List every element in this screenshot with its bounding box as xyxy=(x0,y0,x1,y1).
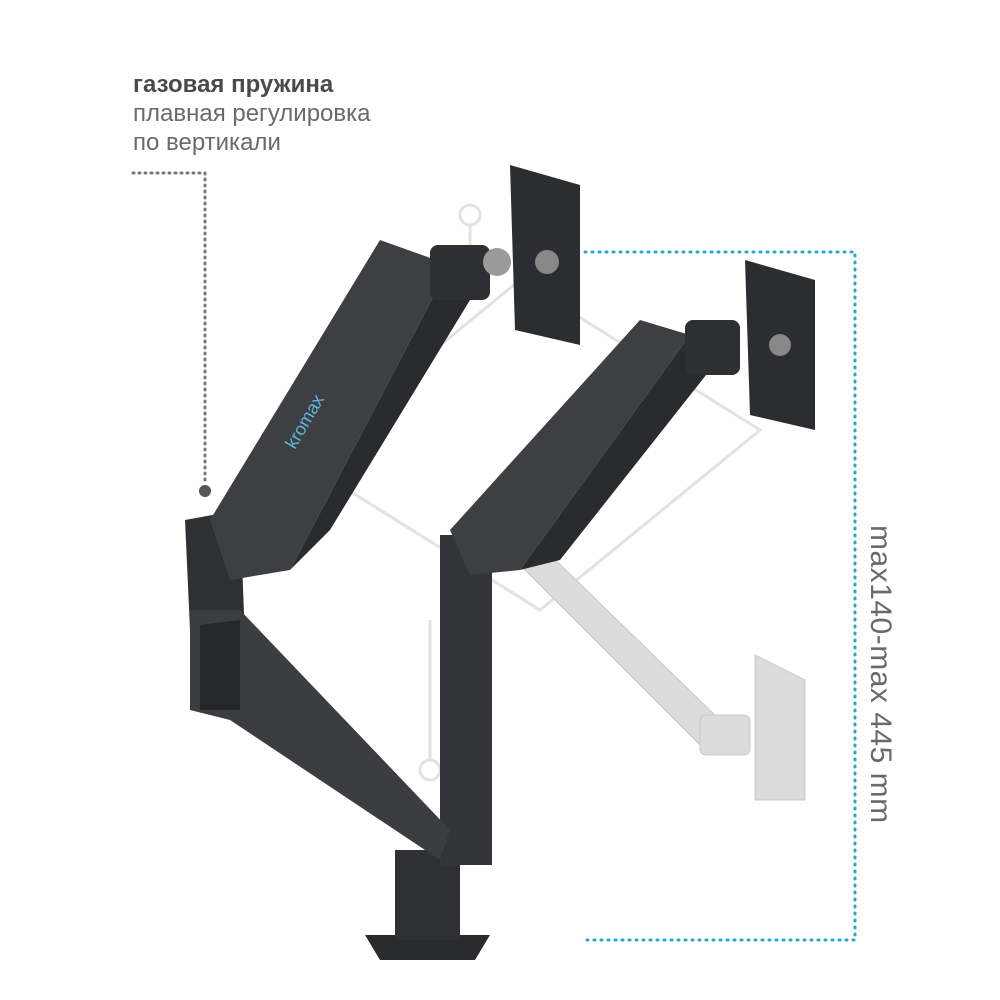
left-upper-arm: kromax xyxy=(210,240,511,580)
caption-line-1: плавная регулировка xyxy=(133,100,371,127)
right-upper-arm xyxy=(450,320,740,575)
feature-caption: газовая пружина плавная регулировка по в… xyxy=(133,70,371,157)
ghost-arm-lowered xyxy=(514,544,806,801)
pointer-line xyxy=(131,171,211,497)
desk-clamp-base xyxy=(365,535,492,960)
right-vesa-plate xyxy=(745,260,815,430)
caption-title: газовая пружина xyxy=(133,71,334,98)
caption-line-2: по вертикали xyxy=(133,129,281,156)
dimension-bracket xyxy=(583,250,857,942)
left-lower-arm xyxy=(185,510,450,860)
dimension-label: max140-max 445 mm xyxy=(864,525,897,824)
left-vesa-plate xyxy=(510,165,580,345)
